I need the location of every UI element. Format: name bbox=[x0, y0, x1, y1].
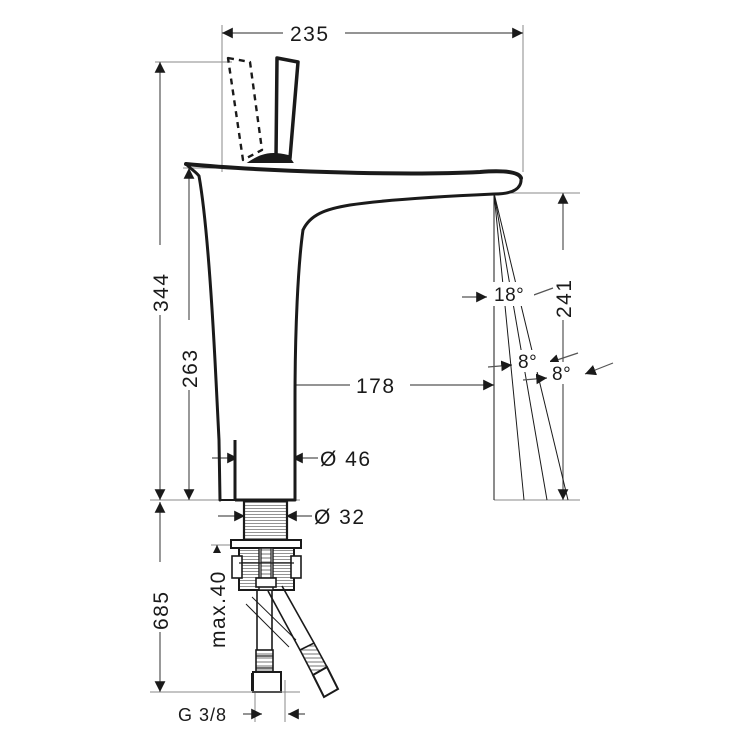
dimension-263: 263 bbox=[176, 168, 203, 500]
dimension-thread-g38: G 3/8 bbox=[178, 705, 305, 725]
angle-8-mid-label: 8° bbox=[518, 352, 537, 373]
angle-18-label: 18° bbox=[494, 285, 524, 306]
dimension-344-label: 344 bbox=[150, 272, 173, 312]
dimension-685-label: 685 bbox=[150, 590, 173, 630]
dimension-diameter-46-label: Ø 46 bbox=[320, 448, 372, 471]
angle-8-mid-annotation: 8° bbox=[487, 350, 579, 373]
mounting-bracket-assembly bbox=[231, 547, 302, 591]
faucet-body-fill bbox=[226, 168, 430, 500]
hose-angled bbox=[267, 585, 340, 699]
angle-8-inner-label: 8° bbox=[552, 364, 571, 385]
dimension-diameter-32-label: Ø 32 bbox=[314, 506, 366, 529]
spout-lower-profile bbox=[301, 176, 523, 232]
dimension-241: 241 bbox=[550, 193, 577, 500]
threaded-shank bbox=[242, 499, 289, 542]
union-nut-detail bbox=[252, 671, 282, 693]
dimension-max40-label: max.40 bbox=[207, 570, 230, 648]
dimension-241-label: 241 bbox=[553, 278, 576, 318]
spout-upper-profile bbox=[184, 162, 523, 180]
washer-plate bbox=[230, 539, 302, 549]
dimension-thread-g38-label: G 3/8 bbox=[178, 705, 227, 725]
dimension-685: 685 bbox=[147, 502, 174, 692]
dimension-max40: max.40 bbox=[204, 545, 231, 653]
hose-guide-line-1 bbox=[251, 596, 297, 641]
hose-guide-line-2 bbox=[245, 603, 290, 648]
dimension-178: 178 bbox=[263, 372, 494, 398]
dimension-235-label: 235 bbox=[290, 23, 330, 46]
spray-angle-lines bbox=[493, 192, 569, 501]
dimension-diameter-32: Ø 32 bbox=[218, 506, 366, 529]
lever-handle[interactable] bbox=[246, 56, 300, 163]
lever-handle-alternate-position bbox=[226, 56, 264, 162]
dimension-344: 344 bbox=[147, 62, 174, 500]
dimension-235: 235 bbox=[222, 20, 523, 46]
angle-8-inner-annotation: 8° bbox=[522, 362, 614, 385]
dimension-263-label: 263 bbox=[179, 348, 202, 388]
column-left-profile bbox=[184, 162, 222, 502]
dimension-178-label: 178 bbox=[356, 375, 396, 398]
column-right-profile bbox=[293, 228, 305, 502]
angle-18-annotation: 18° bbox=[462, 282, 554, 306]
